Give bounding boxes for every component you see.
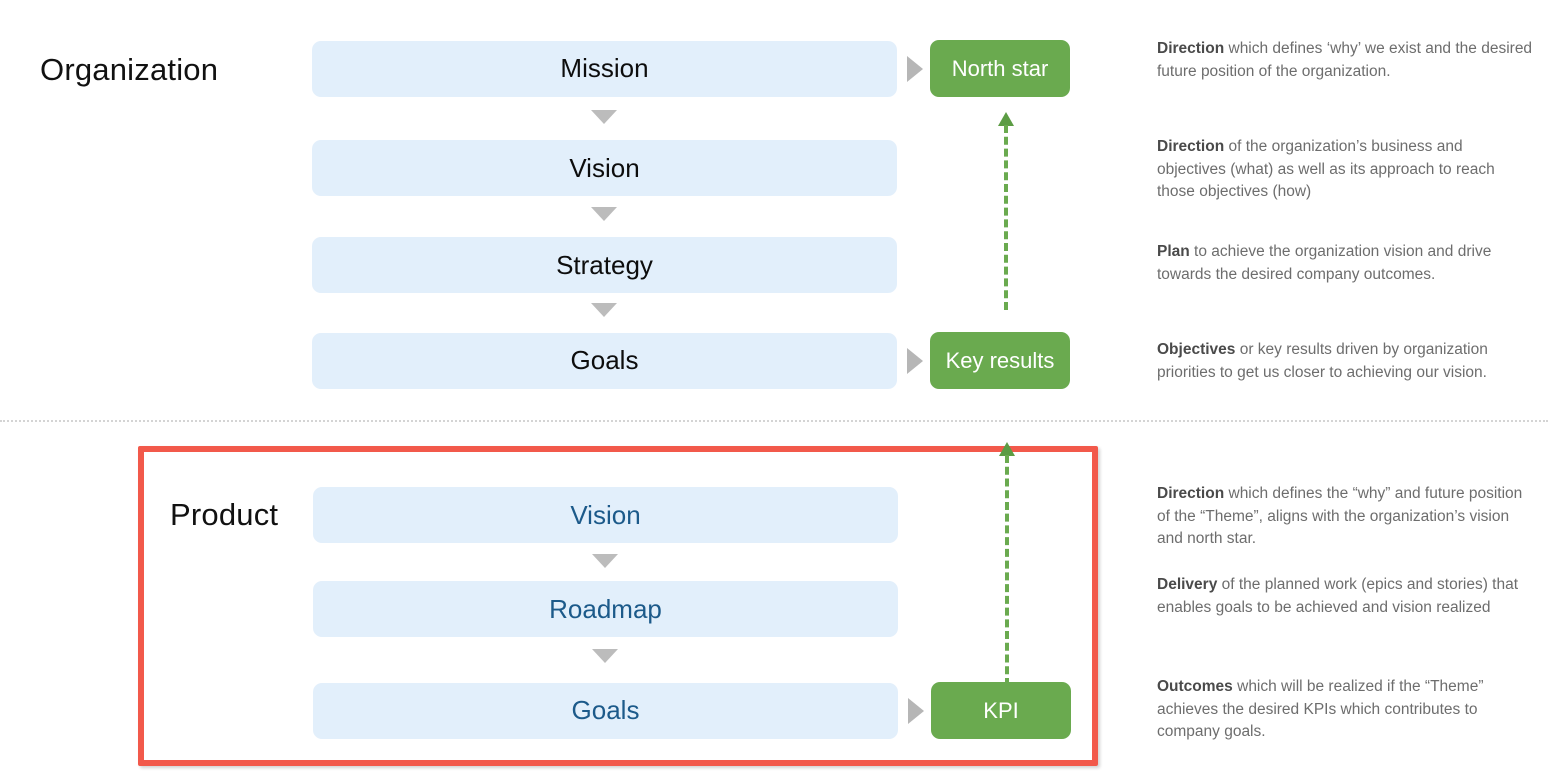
description-goals-text: or key results driven by organization pr… [1157, 341, 1488, 381]
description-vision-text: of the organization’s business and objec… [1157, 138, 1495, 200]
description-product-vision-text: which defines the “why” and future posit… [1157, 485, 1523, 547]
product-step-vision[interactable]: Vision [313, 487, 898, 543]
arrow-right-icon [907, 55, 923, 82]
arrow-right-icon [908, 697, 924, 724]
org-step-strategy[interactable]: Strategy [312, 237, 897, 293]
product-section-label: Product [170, 497, 279, 532]
product-row-roadmap: Roadmap [313, 581, 898, 637]
description-strategy-text: to achieve the organization vision and d… [1157, 243, 1492, 283]
description-product-roadmap-text: of the planned work (epics and stories) … [1157, 576, 1519, 616]
product-outcome-kpi[interactable]: KPI [931, 682, 1071, 739]
org-outcome-key-results[interactable]: Key results [930, 332, 1070, 389]
org-row-goals: Goals Key results [312, 332, 1070, 389]
description-vision: Direction of the organization’s business… [1157, 136, 1535, 204]
description-goals-lead: Objectives [1157, 341, 1236, 358]
org-row-mission: Mission North star [312, 40, 1070, 97]
arrow-down-icon [592, 554, 618, 568]
description-product-vision: Direction which defines the “why” and fu… [1157, 483, 1535, 551]
product-feedback-arrow-icon [995, 442, 1019, 686]
description-product-goals: Outcomes which will be realized if the “… [1157, 676, 1535, 744]
org-row-vision: Vision [312, 140, 897, 196]
description-mission-text: which defines ‘why’ we exist and the des… [1157, 40, 1533, 80]
description-product-roadmap: Delivery of the planned work (epics and … [1157, 574, 1535, 619]
product-step-roadmap[interactable]: Roadmap [313, 581, 898, 637]
org-step-vision[interactable]: Vision [312, 140, 897, 196]
description-product-roadmap-lead: Delivery [1157, 576, 1218, 593]
description-strategy-lead: Plan [1157, 243, 1190, 260]
product-row-goals: Goals KPI [313, 682, 1071, 739]
section-divider [0, 420, 1548, 422]
org-feedback-arrow-icon [994, 112, 1018, 310]
org-outcome-north-star[interactable]: North star [930, 40, 1070, 97]
arrow-down-icon [591, 207, 617, 221]
description-goals: Objectives or key results driven by orga… [1157, 339, 1535, 384]
arrow-down-icon [591, 303, 617, 317]
arrow-right-icon [907, 347, 923, 374]
description-vision-lead: Direction [1157, 138, 1225, 155]
description-mission-lead: Direction [1157, 40, 1225, 57]
org-step-mission[interactable]: Mission [312, 40, 897, 97]
product-step-goals[interactable]: Goals [313, 682, 898, 739]
description-strategy: Plan to achieve the organization vision … [1157, 241, 1535, 286]
product-row-vision: Vision [313, 487, 898, 543]
description-product-goals-lead: Outcomes [1157, 678, 1233, 695]
org-row-strategy: Strategy [312, 237, 897, 293]
product-highlight-frame [138, 446, 1098, 766]
arrow-down-icon [591, 110, 617, 124]
arrow-down-icon [592, 649, 618, 663]
description-mission: Direction which defines ‘why’ we exist a… [1157, 38, 1535, 83]
description-product-vision-lead: Direction [1157, 485, 1225, 502]
description-product-goals-text: which will be realized if the “Theme” ac… [1157, 678, 1484, 740]
organization-section-label: Organization [40, 52, 219, 87]
org-step-goals[interactable]: Goals [312, 332, 897, 389]
